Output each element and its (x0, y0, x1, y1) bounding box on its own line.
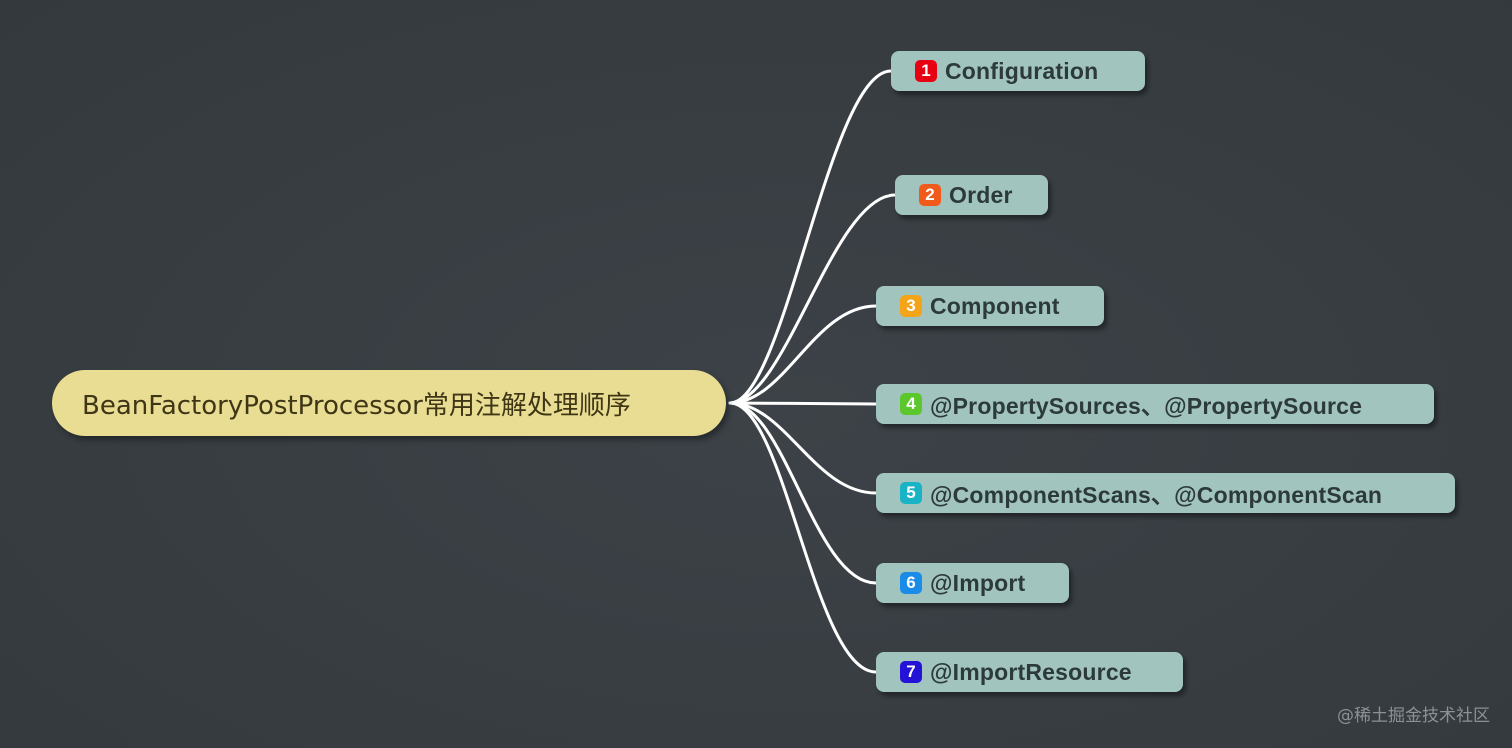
branch-node-order[interactable]: 2 Order (895, 175, 1048, 215)
branch-label: @Import (930, 569, 1026, 596)
branch-label: Component (930, 292, 1060, 319)
badge-number-6: 6 (900, 572, 922, 594)
badge-number-7: 7 (900, 661, 922, 683)
badge-number-3: 3 (900, 295, 922, 317)
branch-node-component[interactable]: 3 Component (876, 286, 1104, 326)
badge-number-5: 5 (900, 482, 922, 504)
connector-line (728, 193, 897, 405)
connector-line (728, 401, 878, 585)
branch-node-configuration[interactable]: 1 Configuration (891, 51, 1145, 91)
connector-line (728, 69, 893, 405)
badge-number-1: 1 (915, 60, 937, 82)
badge-number-2: 2 (919, 184, 941, 206)
connector-line (728, 401, 878, 674)
connector-line (728, 401, 878, 495)
branch-label: @ImportResource (930, 658, 1132, 685)
branch-node-import[interactable]: 6 @Import (876, 563, 1069, 603)
branch-label: @PropertySources、@PropertySource (930, 393, 1363, 419)
connector-line (728, 401, 878, 406)
branch-label: Configuration (945, 57, 1099, 84)
branch-node-import-resource[interactable]: 7 @ImportResource (876, 652, 1183, 692)
badge-number-4: 4 (900, 393, 922, 415)
branch-node-property-sources[interactable]: 4 @PropertySources、@PropertySource (876, 384, 1434, 424)
branch-label: @ComponentScans、@ComponentScan (930, 482, 1383, 508)
branch-node-component-scans[interactable]: 5 @ComponentScans、@ComponentScan (876, 473, 1455, 513)
root-node-label: BeanFactoryPostProcessor常用注解处理顺序 (82, 390, 631, 421)
watermark: @稀土掘金技术社区 (1337, 706, 1490, 726)
connector-line (728, 304, 878, 405)
branch-label: Order (949, 181, 1013, 208)
root-node[interactable]: BeanFactoryPostProcessor常用注解处理顺序 (52, 370, 726, 436)
